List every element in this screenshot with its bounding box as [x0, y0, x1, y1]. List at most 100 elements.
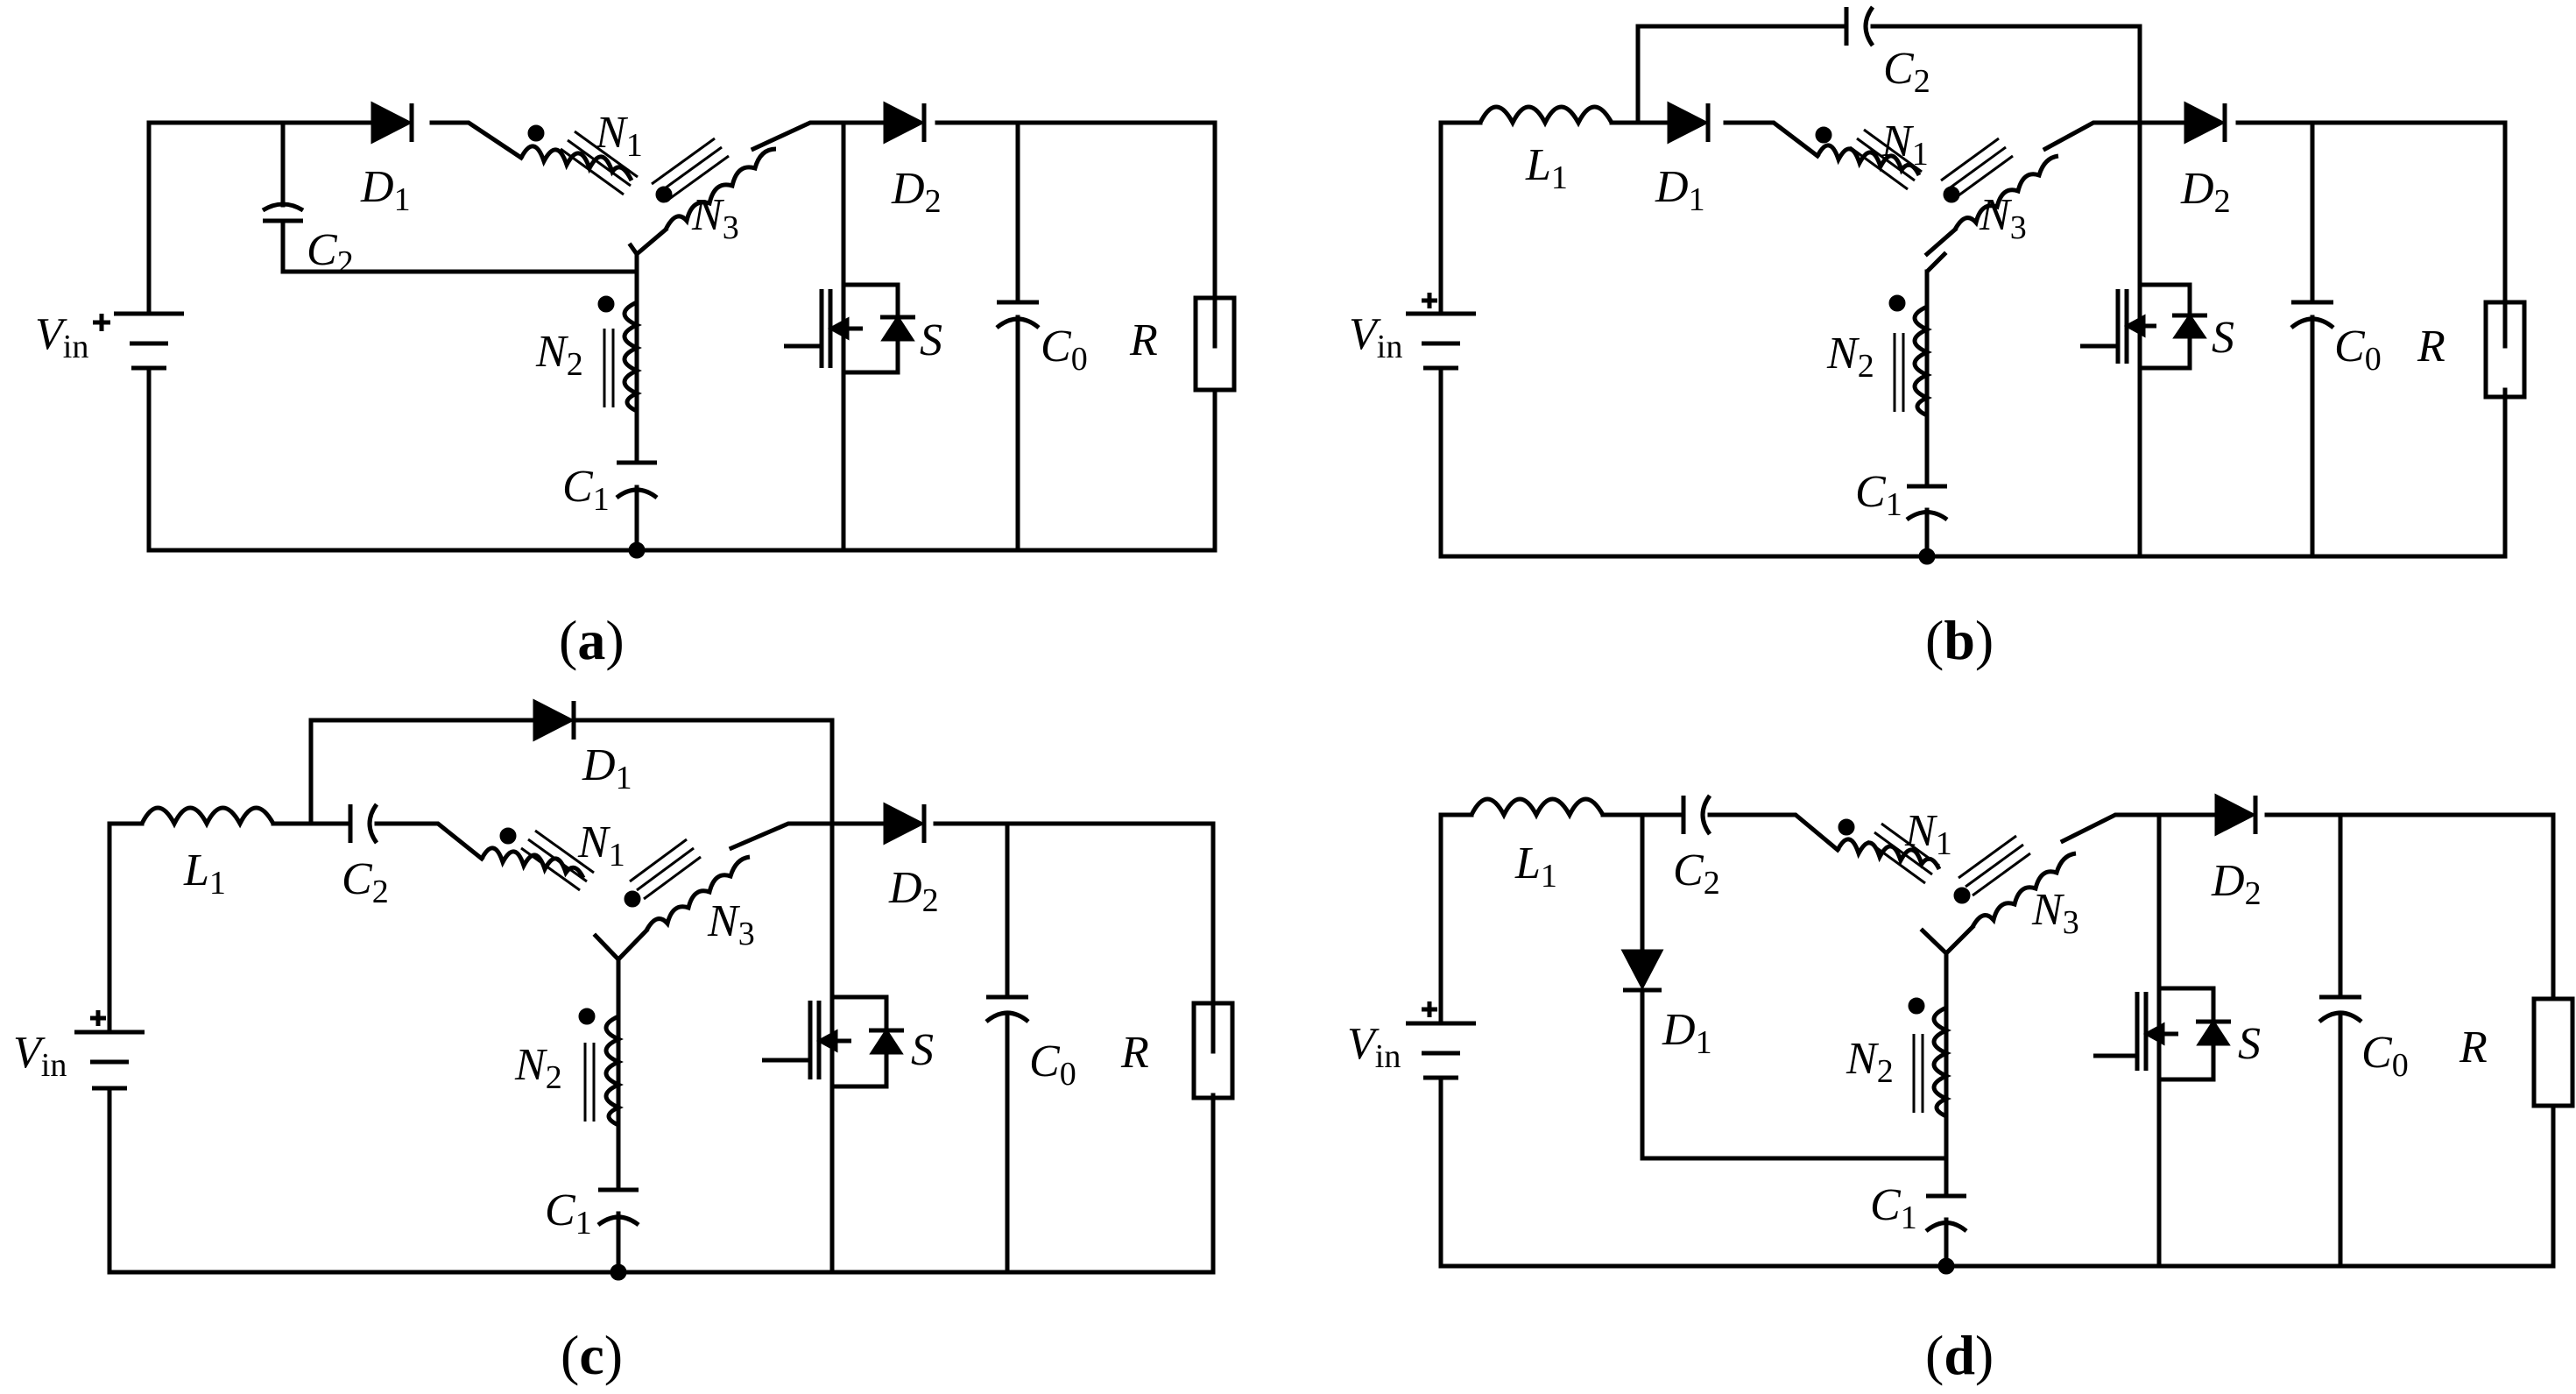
panel-c-wires	[107, 718, 1216, 1275]
panel-d-junction	[1937, 1257, 1955, 1275]
panel-b-n2-label: N2	[1826, 329, 1874, 385]
panel-b-c2-capacitor	[1844, 5, 1875, 47]
panel-a-n3-winding	[651, 137, 777, 231]
panel-d-s-label: S	[2238, 1019, 2261, 1069]
panel-a-wires	[146, 120, 1217, 553]
panel-c-vin-battery	[74, 1010, 145, 1091]
panel-c-n3-label: N3	[707, 896, 755, 952]
panel-c-s-label: S	[911, 1025, 934, 1075]
panel-d: Vin L1 C2 D1 N1 N3 N2 C1 D2 S C0 R (d)	[1347, 793, 2575, 1386]
panel-a-vin-battery	[93, 311, 184, 371]
panel-d-vin-battery	[1406, 1001, 1476, 1080]
panel-a-resistor	[1193, 295, 1237, 393]
panel-a-n2-winding	[597, 251, 642, 465]
panel-c-c2-label: C2	[342, 854, 389, 910]
panel-b: Vin L1 C2 D1 N1 N3 N2 C1 D2 S C0 R (b)	[1349, 5, 2527, 671]
panel-c-d2-label: D2	[888, 863, 939, 919]
panel-b-resistor	[2483, 300, 2527, 400]
panel-c-d1-label: D1	[582, 740, 632, 796]
panel-d-r-label: R	[2459, 1023, 2488, 1072]
panel-c-l1-inductor	[139, 805, 276, 829]
panel-a-junction	[628, 541, 646, 559]
panel-a-d1-diode	[371, 101, 414, 145]
panel-b-s-label: S	[2212, 313, 2234, 363]
panel-a-c2-label: C2	[307, 225, 354, 281]
panel-b-c1-capacitor	[1905, 484, 1949, 522]
panel-c-l1-label: L1	[183, 846, 226, 902]
panel-a-r-label: R	[1129, 315, 1158, 365]
panel-b-n1-winding	[1815, 126, 1923, 191]
panel-a-caption: (a)	[559, 609, 625, 671]
panel-c-c0-label: C0	[1029, 1037, 1076, 1093]
panel-a-n2-label: N2	[535, 327, 583, 383]
panel-b-l1-inductor	[1478, 104, 1614, 128]
panel-c: Vin L1 C2 D1 N1 N3 N2 C1 D2 S C0 R (c)	[13, 698, 1235, 1386]
panel-a-d1-label: D1	[360, 162, 411, 218]
panel-c-caption: (c)	[561, 1324, 623, 1386]
panel-a-n1-winding	[519, 124, 639, 196]
panel-d-c2-label: C2	[1673, 846, 1720, 902]
panel-b-junction	[1918, 548, 1936, 565]
panel-a-vin-label: Vin	[35, 309, 88, 365]
panel-c-c1-capacitor	[596, 1187, 640, 1228]
panel-d-c1-label: C1	[1870, 1180, 1917, 1236]
panel-b-d2-diode	[2184, 101, 2227, 145]
panel-c-vin-label: Vin	[13, 1028, 67, 1084]
panel-c-d1-diode	[533, 698, 576, 742]
panel-d-n1-label: N1	[1904, 806, 1952, 862]
panel-a-n1-label: N1	[595, 108, 643, 164]
panel-c-junction	[610, 1263, 627, 1281]
panel-c-n2-winding	[578, 957, 624, 1192]
panel-a-c0-capacitor	[995, 300, 1041, 329]
panel-a-c1-capacitor	[615, 460, 659, 500]
panel-c-c1-label: C1	[545, 1185, 592, 1242]
panel-c-c2-capacitor	[348, 803, 379, 845]
panel-b-wires	[1438, 24, 2508, 559]
panel-a-c2-capacitor	[261, 202, 305, 223]
panel-d-l1-inductor	[1469, 796, 1606, 820]
panel-d-d2-diode	[2214, 793, 2258, 837]
panel-c-c0-capacitor	[985, 994, 1030, 1023]
panel-d-n2-winding	[1908, 951, 1951, 1199]
panel-d-n1-winding	[1835, 818, 1942, 885]
panel-d-l1-label: L1	[1514, 839, 1557, 895]
panel-d-n3-winding	[1953, 834, 2077, 929]
panel-a: Vin C2 D1 N1 N3 N2 C1 D2 S C0 R (a)	[35, 101, 1237, 671]
panel-a-n3-label: N3	[691, 190, 739, 246]
panel-c-n1-winding	[479, 827, 595, 892]
panel-b-d1-diode	[1667, 101, 1711, 145]
panel-c-n1-label: N1	[577, 817, 625, 874]
panel-d-vin-label: Vin	[1347, 1019, 1401, 1075]
panel-c-d2-diode	[883, 802, 927, 846]
panel-d-n2-label: N2	[1846, 1034, 1894, 1090]
panel-b-c0-label: C0	[2334, 322, 2382, 378]
panel-d-mosfet-switch	[2093, 986, 2231, 1082]
panel-b-c0-capacitor	[2290, 300, 2335, 329]
panel-b-n1-label: N1	[1881, 117, 1929, 173]
panel-a-d2-label: D2	[891, 164, 942, 220]
panel-d-d1-label: D1	[1662, 1005, 1712, 1061]
panel-b-n2-winding	[1888, 269, 1932, 489]
panel-a-c0-label: C0	[1041, 322, 1088, 378]
panel-c-resistor	[1191, 1001, 1235, 1100]
panel-d-c0-capacitor	[2318, 994, 2363, 1023]
panel-c-n2-label: N2	[514, 1040, 562, 1096]
panel-b-vin-battery	[1406, 293, 1476, 371]
panel-d-resistor	[2531, 996, 2575, 1108]
panel-b-n3-label: N3	[1979, 190, 2027, 246]
panel-b-c1-label: C1	[1855, 467, 1902, 523]
panel-d-d1-diode	[1620, 949, 1664, 993]
panel-a-c1-label: C1	[562, 462, 610, 518]
panel-b-c2-label: C2	[1883, 44, 1930, 100]
panel-d-n3-label: N3	[2031, 885, 2079, 941]
panel-a-d2-diode	[883, 101, 927, 145]
panel-b-d1-label: D1	[1655, 162, 1705, 218]
panel-b-l1-label: L1	[1525, 140, 1568, 196]
panel-b-n3-winding	[1940, 137, 2059, 231]
panel-d-c0-label: C0	[2361, 1028, 2409, 1084]
panel-c-n3-winding	[624, 838, 751, 932]
panel-c-mosfet-switch	[762, 994, 904, 1089]
panel-a-s-label: S	[920, 315, 942, 365]
